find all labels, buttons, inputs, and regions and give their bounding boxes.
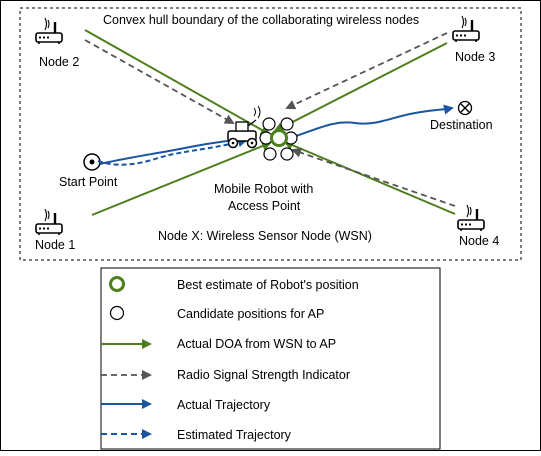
legend-box	[100, 267, 441, 450]
convex-hull-boundary	[19, 7, 522, 261]
node2-label: Node 2	[39, 55, 79, 69]
white-circle-icon	[109, 305, 125, 321]
robot-icon	[227, 105, 261, 149]
start-label: Start Point	[59, 175, 118, 189]
candidate-position-icon	[280, 117, 294, 131]
legend-item-label: Best estimate of Robot's position	[177, 278, 359, 292]
node1-label: Node 1	[35, 238, 75, 252]
doa-arrow-node1	[91, 141, 272, 216]
robot-label-line1: Mobile Robot with	[214, 182, 313, 196]
rssi-arrow-node2	[84, 39, 235, 124]
router-icon-node4	[456, 203, 486, 233]
estimated-trajectory-path	[97, 137, 248, 166]
router-icon-node2	[34, 16, 64, 46]
doa-arrow-node2	[84, 29, 271, 135]
rssi-arrow-node3	[285, 32, 448, 110]
wsn-label: Node X: Wireless Sensor Node (WSN)	[158, 229, 372, 243]
router-icon-node1	[34, 207, 64, 237]
legend-item-label: Candidate positions for AP	[177, 307, 324, 321]
candidate-position-icon	[280, 147, 294, 161]
legend-item-label: Actual DOA from WSN to AP	[177, 337, 336, 351]
hull-label: Convex hull boundary of the collaboratin…	[103, 13, 419, 27]
green-circle-icon	[109, 276, 125, 292]
candidate-position-icon	[262, 117, 276, 131]
legend-item-label: Radio Signal Strength Indicator	[177, 368, 350, 382]
node4-label: Node 4	[459, 234, 499, 248]
rssi-arrow-node4	[291, 147, 456, 207]
router-icon-node3	[451, 14, 481, 44]
actual-trajectory-path-end	[295, 104, 454, 137]
doa-arrow-node3	[273, 42, 448, 132]
doa-arrow-node4	[283, 140, 456, 215]
legend: Best estimate of Robot's position Candid…	[100, 267, 441, 450]
destination-label: Destination	[430, 118, 493, 132]
candidate-position-icon	[263, 147, 277, 161]
best-estimate-icon	[270, 129, 288, 147]
node3-label: Node 3	[455, 50, 495, 64]
start-point-dot-icon	[89, 159, 95, 165]
legend-item-label: Actual Trajectory	[177, 398, 271, 412]
legend-item-label: Estimated Trajectory	[177, 428, 292, 442]
robot-label-line2: Access Point	[228, 199, 301, 213]
